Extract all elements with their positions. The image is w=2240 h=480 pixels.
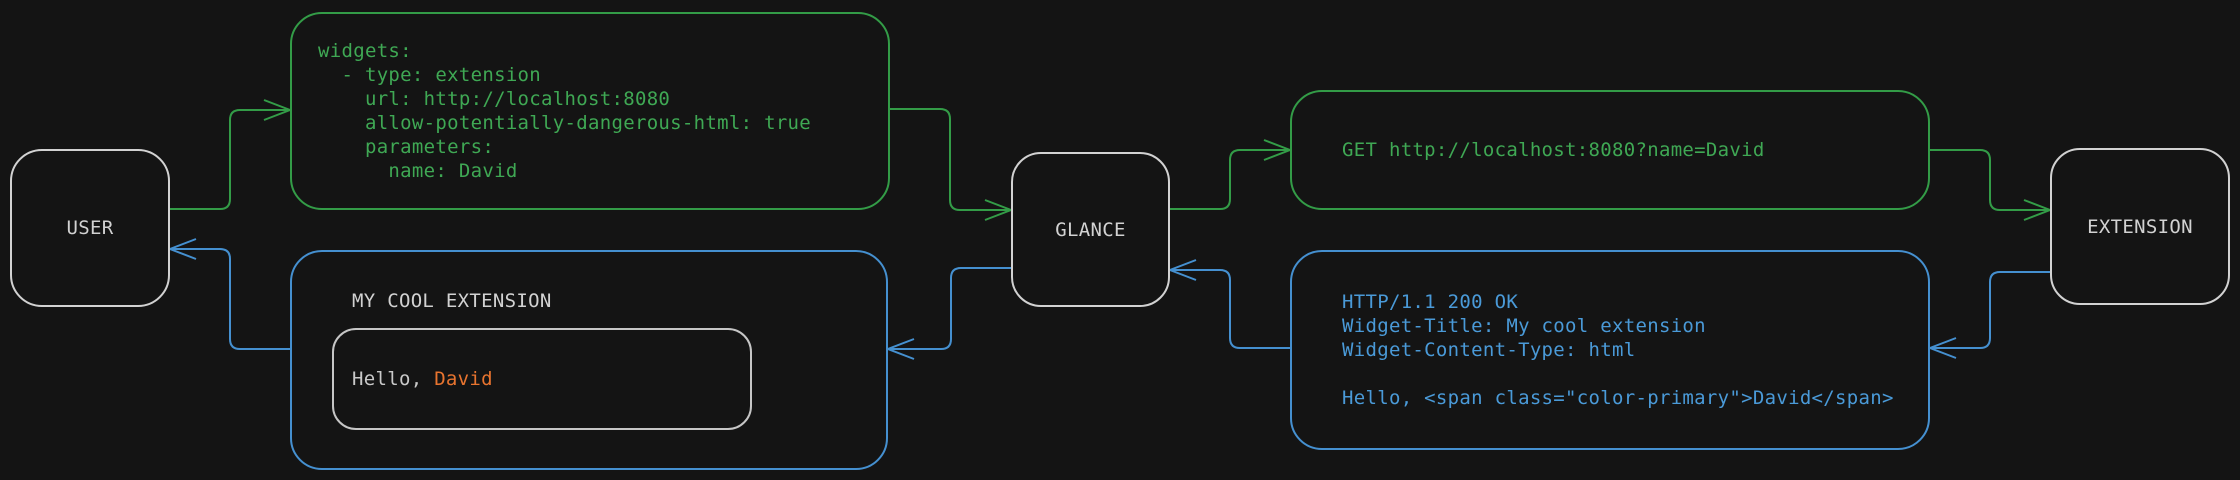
arrowhead-response-to-glance	[1167, 259, 1197, 281]
extension-node: EXTENSION	[2050, 148, 2230, 305]
user-node-label: USER	[66, 217, 114, 239]
arrow-user-to-config	[170, 109, 290, 210]
arrow-request-to-extension	[1930, 149, 2050, 211]
arrowhead-glance-to-widget	[885, 338, 915, 360]
http-request-code: GET http://localhost:8080?name=David	[1342, 139, 1765, 161]
arrow-extension-to-response	[1930, 271, 2050, 349]
arrowhead-extension-to-response	[1927, 337, 1957, 359]
arrow-glance-to-request	[1170, 149, 1290, 210]
http-response-code: HTTP/1.1 200 OK Widget-Title: My cool ex…	[1342, 291, 1894, 409]
config-yaml-box: widgets: - type: extension url: http://l…	[290, 12, 890, 210]
glance-node: GLANCE	[1011, 152, 1170, 307]
glance-node-label: GLANCE	[1055, 218, 1126, 241]
arrow-config-to-glance	[890, 108, 1011, 211]
user-node: USER	[10, 149, 170, 307]
greeting-name: David	[434, 368, 493, 390]
arrowhead-widget-to-user	[167, 238, 197, 260]
arrow-widget-to-user	[170, 248, 290, 350]
widget-title: MY COOL EXTENSION	[352, 290, 552, 312]
config-yaml-code: widgets: - type: extension url: http://l…	[318, 40, 812, 182]
http-response-box: HTTP/1.1 200 OK Widget-Title: My cool ex…	[1290, 250, 1930, 450]
extension-node-label: EXTENSION	[2087, 215, 2193, 238]
http-request-box: GET http://localhost:8080?name=David	[1290, 90, 1930, 210]
widget-inner-box: Hello, David	[332, 328, 752, 430]
greeting-prefix: Hello,	[352, 368, 435, 390]
arrow-glance-to-widget	[888, 267, 1011, 350]
arrow-response-to-glance	[1170, 269, 1290, 349]
widget-preview-box: MY COOL EXTENSION Hello, David	[290, 250, 888, 470]
greeting-text: Hello, David	[352, 368, 493, 390]
